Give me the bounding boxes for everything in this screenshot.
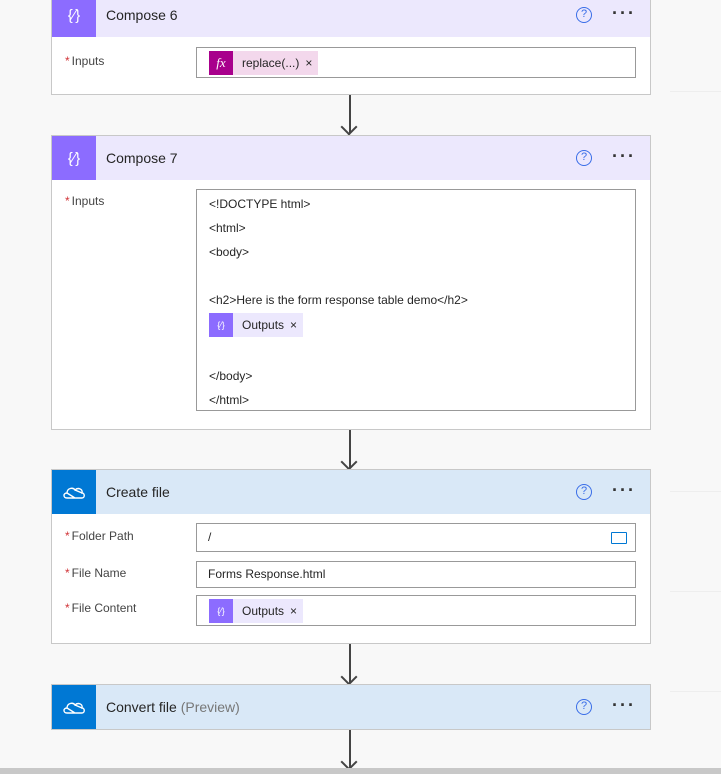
text-line: <html> <box>209 221 246 235</box>
flow-arrow <box>349 430 351 468</box>
file-name-label: *File Name <box>65 566 127 580</box>
help-icon[interactable]: ? <box>576 150 592 166</box>
folder-picker-icon[interactable] <box>611 532 627 544</box>
fx-icon: fx <box>209 51 233 75</box>
compose-icon: {⁄} <box>52 136 96 180</box>
flow-arrow <box>349 730 351 768</box>
text-line <box>197 336 635 364</box>
outputs-token[interactable]: {⁄}Outputs× <box>209 599 304 623</box>
compose-6-header[interactable]: {⁄} Compose 6 ? ··· <box>52 0 650 37</box>
horizontal-scrollbar[interactable] <box>0 768 721 774</box>
inputs-label: *Inputs <box>65 54 105 68</box>
remove-token-icon[interactable]: × <box>290 318 298 332</box>
flow-arrow <box>349 95 351 133</box>
onedrive-cloud-icon <box>52 470 96 514</box>
compose-icon: {⁄} <box>209 313 233 337</box>
remove-token-icon[interactable]: × <box>290 604 298 618</box>
onedrive-cloud-icon <box>52 685 96 729</box>
card-title: Compose 6 <box>106 7 178 23</box>
outputs-token[interactable]: {⁄}Outputs× <box>209 313 304 337</box>
text-line: <h2>Here is the form response table demo… <box>209 293 468 307</box>
card-title: Create file <box>106 484 170 500</box>
more-options-icon[interactable]: ··· <box>612 146 636 166</box>
card-title: Convert file (Preview) <box>106 699 240 715</box>
help-icon[interactable]: ? <box>576 484 592 500</box>
more-options-icon[interactable]: ··· <box>612 480 636 500</box>
help-icon[interactable]: ? <box>576 7 592 23</box>
compose-7-card: {⁄} Compose 7 ? ··· *Inputs <!DOCTYPE ht… <box>51 135 651 430</box>
remove-token-icon[interactable]: × <box>305 56 313 70</box>
compose-icon: {⁄} <box>209 599 233 623</box>
inputs-textarea[interactable]: <!DOCTYPE html> <html> <body> <h2>Here i… <box>196 189 636 411</box>
more-options-icon[interactable]: ··· <box>612 695 636 715</box>
inputs-label: *Inputs <box>65 194 105 208</box>
folder-path-input[interactable]: / <box>196 523 636 552</box>
help-icon[interactable]: ? <box>576 699 592 715</box>
card-title: Compose 7 <box>106 150 178 166</box>
text-line: </html> <box>209 393 250 407</box>
flow-arrow <box>349 644 351 683</box>
create-file-header[interactable]: Create file ? ··· <box>52 470 650 514</box>
create-file-card: Create file ? ··· *Folder Path / *File N… <box>51 469 651 644</box>
text-line: </body> <box>209 369 253 383</box>
folder-path-label: *Folder Path <box>65 529 134 543</box>
convert-file-header[interactable]: Convert file (Preview) ? ··· <box>52 685 650 729</box>
file-content-input[interactable]: {⁄}Outputs× <box>196 595 636 626</box>
file-content-label: *File Content <box>65 601 137 615</box>
compose-7-header[interactable]: {⁄} Compose 7 ? ··· <box>52 136 650 180</box>
compose-icon: {⁄} <box>52 0 96 37</box>
file-name-input[interactable]: Forms Response.html <box>196 561 636 588</box>
text-line <box>197 264 635 288</box>
text-line: <!DOCTYPE html> <box>209 197 311 211</box>
convert-file-card: Convert file (Preview) ? ··· <box>51 684 651 730</box>
more-options-icon[interactable]: ··· <box>612 3 636 23</box>
text-line: <body> <box>209 245 250 259</box>
